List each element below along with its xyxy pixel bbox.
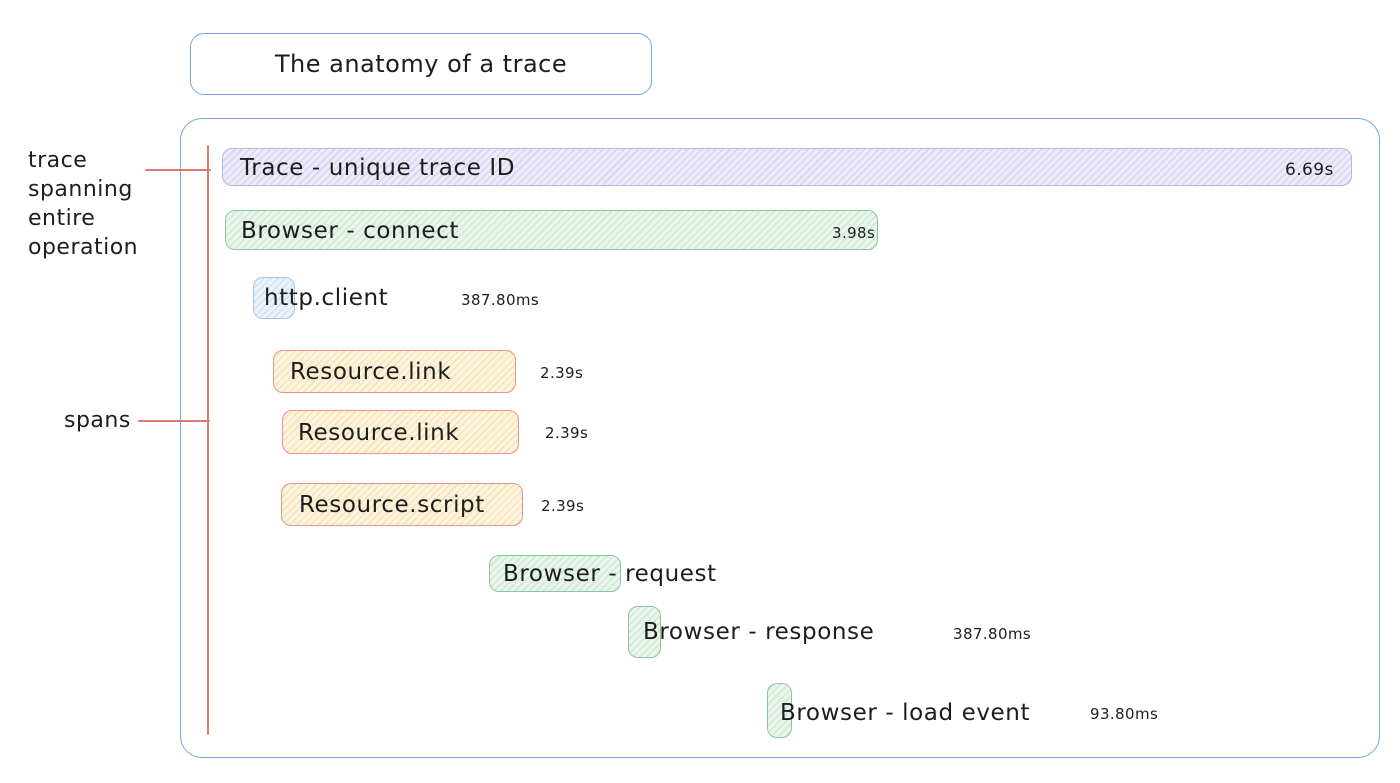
- span-label: Resource.link: [290, 359, 452, 385]
- span-duration: 2.39s: [541, 497, 585, 515]
- spans-bracket-line: [207, 145, 209, 735]
- span-label: Resource.script: [299, 492, 485, 518]
- span-label: Browser - connect: [241, 218, 460, 244]
- span-bar-resource-link-1: [273, 350, 516, 393]
- span-duration: 93.80ms: [1090, 705, 1159, 723]
- span-label: Browser - load event: [780, 700, 1031, 726]
- span-duration: 2.39s: [545, 424, 589, 442]
- span-bar-browser-connect: [225, 210, 878, 250]
- span-bar-resource-script: [281, 483, 523, 526]
- span-label: Trace - unique trace ID: [240, 155, 516, 181]
- span-bar-browser-response: [628, 606, 661, 658]
- diagram-title: The anatomy of a trace: [274, 50, 568, 78]
- span-duration: 387.80ms: [953, 625, 1032, 643]
- span-label: Resource.link: [298, 420, 460, 446]
- spans-annotation-label: spans: [64, 408, 131, 433]
- span-label: http.client: [264, 285, 389, 311]
- span-bar-trace: [222, 148, 1352, 186]
- title-box: The anatomy of a trace: [190, 33, 652, 95]
- span-bar-browser-load-event: [767, 683, 792, 738]
- span-duration: 387.80ms: [461, 291, 540, 309]
- span-duration: 6.69s: [1285, 160, 1334, 180]
- span-duration: 3.98s: [832, 224, 876, 242]
- span-bar-resource-link-2: [282, 410, 519, 454]
- trace-container: [180, 118, 1380, 758]
- span-label: Browser - request: [503, 561, 717, 587]
- span-label: Browser - response: [643, 619, 875, 645]
- span-duration: 2.39s: [540, 364, 584, 382]
- spans-annotation-connector: [138, 420, 210, 422]
- trace-annotation-connector: [145, 169, 211, 171]
- span-bar-http-client: [253, 277, 295, 319]
- span-bar-browser-request: [489, 555, 621, 592]
- trace-annotation-label: trace spanning entire operation: [28, 148, 139, 260]
